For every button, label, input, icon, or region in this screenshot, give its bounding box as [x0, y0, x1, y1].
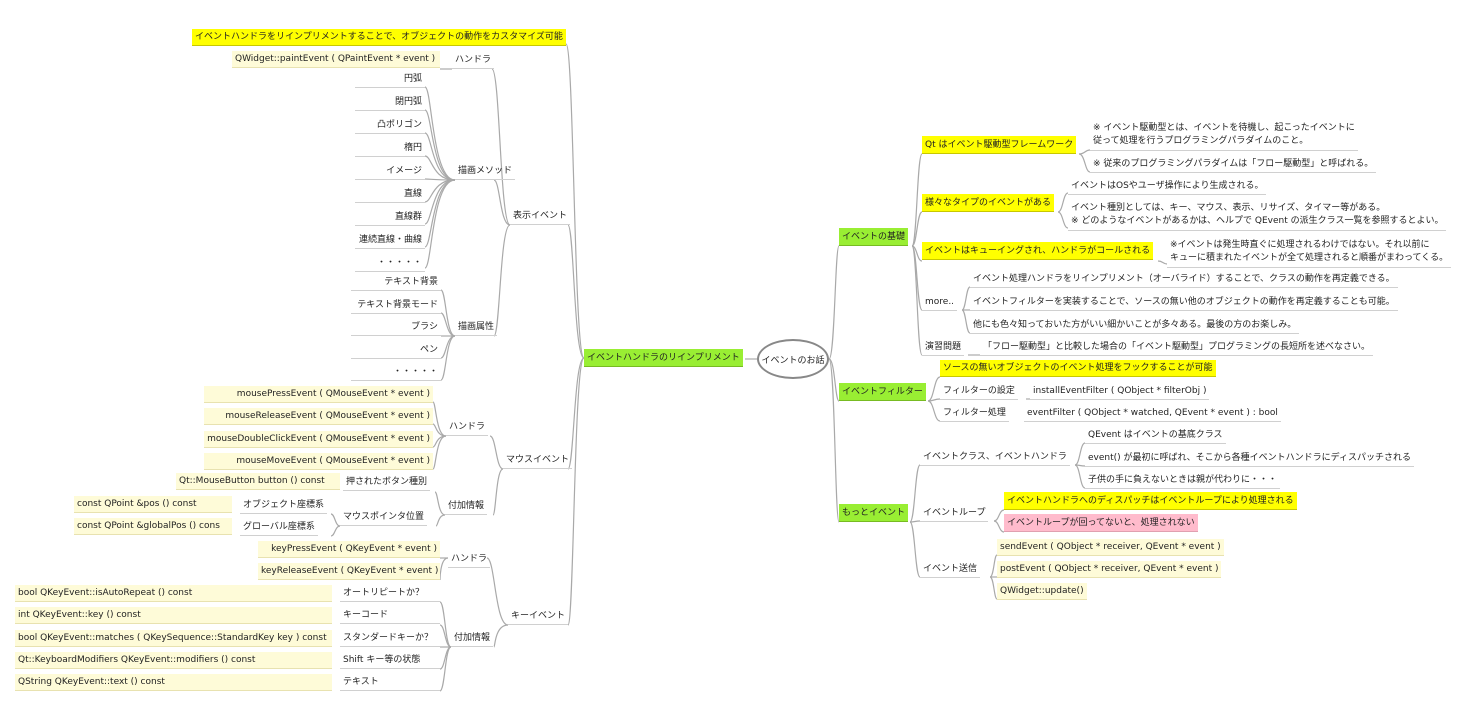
event-loop-note1[interactable]: イベントハンドラへのディスパッチはイベントループにより処理される: [1004, 492, 1297, 510]
event-queue-note-line2: キューに積まれたイベントが全て処理されると順番がまわってくる。: [1170, 253, 1449, 263]
event-types-note-line2: ※ どのようなイベントがあるかは、ヘルプで QEvent の派生クラス一覧を参照…: [1071, 216, 1444, 226]
flow-driven-note[interactable]: ※ 従来のプログラミングパラダイムは「フロー駆動型」と呼ばれる。: [1090, 156, 1377, 173]
key-event-topic[interactable]: キーイベント: [508, 608, 569, 625]
mouse-handler-api[interactable]: mouseDoubleClickEvent ( QMouseEvent * ev…: [204, 430, 433, 448]
draw-attr-item[interactable]: ブラシ: [351, 319, 441, 336]
mouse-info-label[interactable]: 付加情報: [445, 498, 488, 515]
event-queue-note-line1: ※イベントは発生時直ぐに処理されるわけではない。それ以前に: [1170, 240, 1430, 250]
draw-method-item[interactable]: 直線: [355, 186, 425, 203]
reimplement-note[interactable]: イベントハンドラをリインプリメントすることで、オブジェクトの動作をカスタマイズ可…: [192, 29, 566, 46]
key-info-label[interactable]: 付加情報: [451, 630, 494, 647]
display-handler-label[interactable]: ハンドラ: [452, 52, 495, 69]
key-info-label-item[interactable]: Shift キー等の状態: [340, 652, 440, 669]
draw-method-item[interactable]: 閉円弧: [355, 94, 425, 111]
obj-coord-api[interactable]: const QPoint &pos () const: [74, 496, 232, 513]
key-handler-label[interactable]: ハンドラ: [448, 551, 491, 568]
draw-attr-item[interactable]: ペン: [351, 342, 441, 359]
event-source-note[interactable]: イベントはOSやユーザ操作により生成される。: [1068, 178, 1267, 195]
topic-more-events[interactable]: もっとイベント: [839, 504, 909, 522]
event-classes-label[interactable]: イベントクラス、イベントハンドラ: [920, 449, 1070, 466]
draw-method-item[interactable]: 楕円: [355, 140, 425, 157]
event-types-note[interactable]: イベント種別としては、キー、マウス、表示、リサイズ、タイマー等がある。 ※ どの…: [1068, 200, 1447, 231]
event-class-item[interactable]: event() が最初に呼ばれ、そこから各種イベントハンドラにディスパッチされる: [1085, 450, 1414, 467]
basic-more[interactable]: more..: [922, 294, 958, 311]
more-item[interactable]: イベントフィルターを実装することで、ソースの無い他のオブジェクトの動作を再定義す…: [970, 294, 1398, 311]
mouse-handler-label[interactable]: ハンドラ: [446, 419, 489, 436]
key-handler-api[interactable]: keyReleaseEvent ( QKeyEvent * event ): [258, 563, 440, 580]
topic-event-filter[interactable]: イベントフィルター: [839, 383, 926, 401]
mouse-handler-api[interactable]: mouseReleaseEvent ( QMouseEvent * event …: [204, 408, 433, 426]
main-topic-reimplement[interactable]: イベントハンドラのリインプリメント: [584, 349, 743, 367]
event-send-item[interactable]: QWidget::update(): [997, 583, 1087, 600]
root-topic[interactable]: イベントのお話: [757, 339, 829, 379]
draw-method-item[interactable]: 直線群: [355, 209, 425, 226]
basic-exercise[interactable]: 演習問題: [922, 339, 965, 356]
draw-method-item[interactable]: 凸ポリゴン: [355, 117, 425, 134]
mouse-handler-api[interactable]: mouseMoveEvent ( QMouseEvent * event ): [204, 452, 433, 470]
key-info-label-item[interactable]: オートリピートか？: [340, 585, 440, 602]
display-event-topic[interactable]: 表示イベント: [510, 208, 571, 225]
global-coord-api[interactable]: const QPoint &globalPos () cons: [74, 518, 232, 535]
paint-event-api[interactable]: QWidget::paintEvent ( QPaintEvent * even…: [232, 51, 440, 68]
draw-method-item[interactable]: ・・・・・: [355, 255, 425, 272]
topic-event-basics[interactable]: イベントの基礎: [839, 228, 909, 246]
draw-attr-item[interactable]: ・・・・・: [351, 364, 441, 381]
event-loop-note2[interactable]: イベントループが回ってないと、処理されない: [1004, 514, 1198, 532]
basic-event-driven[interactable]: Qt はイベント駆動型フレームワーク: [922, 136, 1077, 154]
more-item[interactable]: 他にも色々知っておいた方がいい細かいことが多々ある。最後の方のお楽しみ。: [970, 317, 1300, 334]
key-info-api-item[interactable]: bool QKeyEvent::matches ( QKeySequence::…: [15, 629, 332, 647]
mouse-button-label[interactable]: 押されたボタン種別: [343, 474, 431, 491]
more-item[interactable]: イベント処理ハンドラをリインプリメント（オーバライド）することで、クラスの動作を…: [970, 271, 1398, 288]
mouse-handler-api[interactable]: mousePressEvent ( QMouseEvent * event ): [204, 386, 433, 403]
filter-note[interactable]: ソースの無いオブジェクトのイベント処理をフックすることが可能: [940, 360, 1216, 377]
event-send-item[interactable]: postEvent ( QObject * receiver, QEvent *…: [997, 561, 1222, 578]
key-handler-api[interactable]: keyPressEvent ( QKeyEvent * event ): [258, 541, 440, 558]
event-driven-note-line2: 従って処理を行うプログラミングパラダイムのこと。: [1093, 136, 1309, 146]
draw-attrs-label[interactable]: 描画属性: [455, 319, 498, 336]
key-info-label-item[interactable]: スタンダードキーか？: [340, 630, 440, 647]
key-info-label-item[interactable]: キーコード: [340, 607, 440, 625]
event-send-item[interactable]: sendEvent ( QObject * receiver, QEvent *…: [997, 539, 1224, 556]
draw-methods-label[interactable]: 描画メソッド: [455, 163, 516, 180]
mouse-pos-label[interactable]: マウスポインタ位置: [340, 509, 428, 526]
obj-coord-label[interactable]: オブジェクト座標系: [240, 497, 328, 514]
mouse-event-topic[interactable]: マウスイベント: [503, 452, 573, 469]
draw-attr-item[interactable]: テキスト背景: [351, 274, 441, 291]
draw-method-item[interactable]: 円弧: [355, 71, 425, 88]
event-queue-note[interactable]: ※イベントは発生時直ぐに処理されるわけではない。それ以前に キューに積まれたイベ…: [1167, 237, 1452, 268]
global-coord-label[interactable]: グローバル座標系: [240, 519, 318, 536]
key-info-api-item[interactable]: Qt::KeyboardModifiers QKeyEvent::modifie…: [15, 651, 332, 669]
event-class-item[interactable]: 子供の手に負えないときは親が代わりに・・・: [1085, 472, 1281, 489]
basic-event-queue[interactable]: イベントはキューイングされ、ハンドラがコールされる: [922, 242, 1154, 260]
filter-set-api[interactable]: installEventFilter ( QObject * filterObj…: [1030, 383, 1210, 400]
event-loop-label[interactable]: イベントループ: [920, 505, 989, 522]
draw-method-item[interactable]: イメージ: [355, 163, 425, 180]
draw-attr-item[interactable]: テキスト背景モード: [351, 297, 441, 314]
mouse-button-api[interactable]: Qt::MouseButton button () const: [176, 473, 340, 490]
filter-proc-label[interactable]: フィルター処理: [940, 405, 1009, 422]
event-types-note-line1: イベント種別としては、キー、マウス、表示、リサイズ、タイマー等がある。: [1071, 203, 1386, 213]
filter-proc-api[interactable]: eventFilter ( QObject * watched, QEvent …: [1024, 405, 1281, 422]
basic-event-types[interactable]: 様々なタイプのイベントがある: [922, 194, 1055, 212]
key-info-api-item[interactable]: QString QKeyEvent::text () const: [15, 674, 332, 692]
key-info-label-item[interactable]: テキスト: [340, 674, 440, 692]
event-send-label[interactable]: イベント送信: [920, 561, 981, 578]
key-info-api-item[interactable]: int QKeyEvent::key () const: [15, 607, 332, 625]
event-driven-note-line1: ※ イベント駆動型とは、イベントを待機し、起こったイベントに: [1093, 123, 1355, 133]
draw-method-item[interactable]: 連続直線・曲線: [355, 232, 425, 249]
event-driven-note[interactable]: ※ イベント駆動型とは、イベントを待機し、起こったイベントに 従って処理を行うプ…: [1090, 120, 1358, 151]
filter-set-label[interactable]: フィルターの設定: [940, 383, 1018, 400]
key-info-api-item[interactable]: bool QKeyEvent::isAutoRepeat () const: [15, 585, 332, 602]
event-class-item[interactable]: QEvent はイベントの基底クラス: [1085, 427, 1226, 444]
exercise-text[interactable]: 「フロー駆動型」と比較した場合の「イベント駆動型」プログラミングの長短所を述べな…: [980, 339, 1374, 356]
